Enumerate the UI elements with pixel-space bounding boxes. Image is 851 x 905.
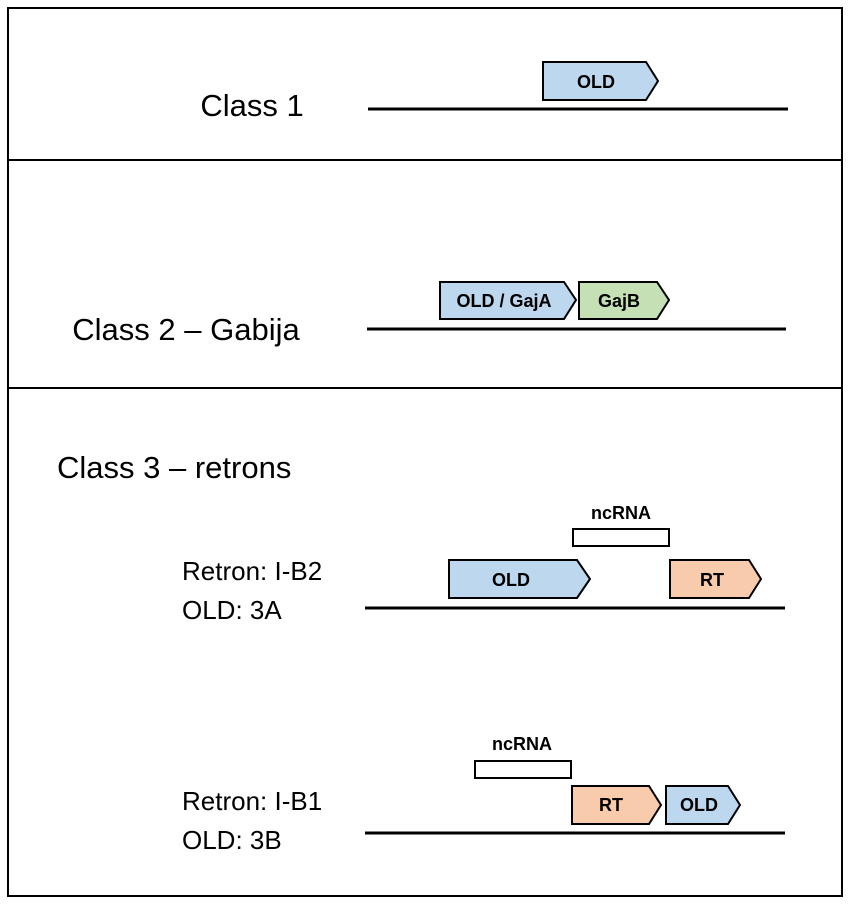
class1-old-gene: OLD [542,61,660,101]
ib2-rt-gene-label: RT [700,570,724,590]
class3-example-ib2: Retron: I-B2 OLD: 3A ncRNA OLD RT [182,503,785,625]
ib1-rt-gene-arrow [571,785,663,825]
class1-old-gene-arrow [542,61,660,101]
ib1-rt-gene: RT [571,785,663,825]
ib1-old-gene: OLD [665,785,742,825]
class3-example-ib1: Retron: I-B1 OLD: 3B ncRNA RT OLD [182,734,785,855]
class2-title: Class 2 – Gabija [72,312,300,347]
class2-gajb-gene-arrow [578,281,671,320]
ib1-old-gene-label: OLD [680,795,718,815]
retron-ib2-label: Retron: I-B2 [182,556,322,586]
class2-gaja-gene-label: OLD / GajA [456,291,551,311]
ncrna-ib1-label: ncRNA [492,734,552,754]
ncrna-ib2-label: ncRNA [591,503,651,523]
class2-gaja-gene-arrow [439,281,578,320]
class2-gajb-gene-label: GajB [598,291,640,311]
class1-old-gene-label: OLD [577,72,615,92]
ib2-old-gene: OLD [448,559,592,599]
ib2-old-gene-label: OLD [492,570,530,590]
ib2-rt-gene: RT [669,559,763,599]
ib2-rt-gene-arrow [669,559,763,599]
class3-panel: Class 3 – retrons Retron: I-B2 OLD: 3A n… [57,450,785,855]
class2-panel: Class 2 – Gabija OLD / GajA GajB [72,281,786,347]
ib1-old-gene-arrow [665,785,742,825]
ib2-old-gene-arrow [448,559,592,599]
retron-ib1-label: Retron: I-B1 [182,786,322,816]
old-3b-label: OLD: 3B [182,825,282,855]
class2-gaja-gene: OLD / GajA [439,281,578,320]
class1-panel: Class 1 OLD [200,61,788,123]
ncrna-ib2-box [572,528,670,547]
ib1-rt-gene-label: RT [599,795,623,815]
class2-gajb-gene: GajB [578,281,671,320]
diagram-frame [7,7,843,897]
class3-title: Class 3 – retrons [57,450,291,485]
old-3a-label: OLD: 3A [182,595,282,625]
ncrna-ib1-box [474,760,572,779]
class1-title: Class 1 [200,88,303,123]
